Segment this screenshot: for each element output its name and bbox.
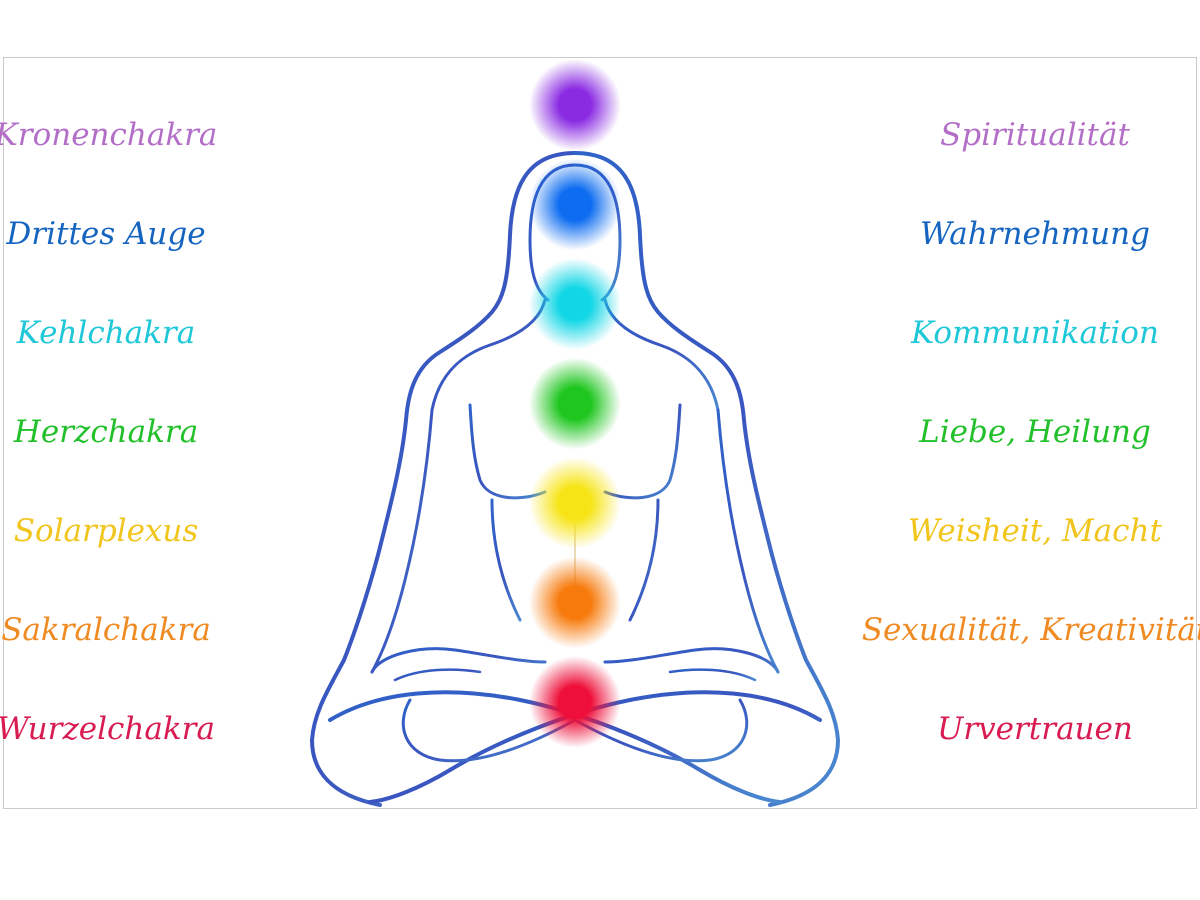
chakra-orb-5 (560, 587, 590, 618)
chakra-name-label: Herzchakra (13, 414, 199, 450)
chakra-name-label: Drittes Auge (6, 216, 206, 252)
chakra-orb-1 (560, 189, 590, 220)
chakra-orb-0 (560, 90, 590, 120)
chakra-name-label: Wurzelchakra (0, 711, 215, 747)
chakra-orbs (529, 59, 621, 748)
chakra-meaning-label: Urvertrauen (937, 711, 1133, 747)
chakra-name-label: Kronenchakra (0, 117, 218, 153)
chakra-meaning-label: Wahrnehmung (920, 216, 1150, 252)
chakra-orb-6 (560, 687, 590, 717)
chakra-meaning-label: Kommunikation (911, 315, 1159, 351)
chakra-meaning-label: Liebe, Heilung (919, 414, 1151, 450)
chakra-name-label: Solarplexus (13, 513, 199, 549)
chakra-meaning-label: Spiritualität (940, 117, 1130, 153)
chakra-name-label: Sakralchakra (1, 612, 211, 648)
chakra-meaning-label: Weisheit, Macht (908, 513, 1162, 549)
chakra-orb-2 (560, 289, 590, 319)
chakra-meaning-label: Sexualität, Kreativität (861, 612, 1200, 648)
chakra-orb-3 (560, 388, 590, 419)
chakra-name-label: Kehlchakra (16, 315, 196, 351)
chakra-orb-4 (560, 488, 590, 518)
